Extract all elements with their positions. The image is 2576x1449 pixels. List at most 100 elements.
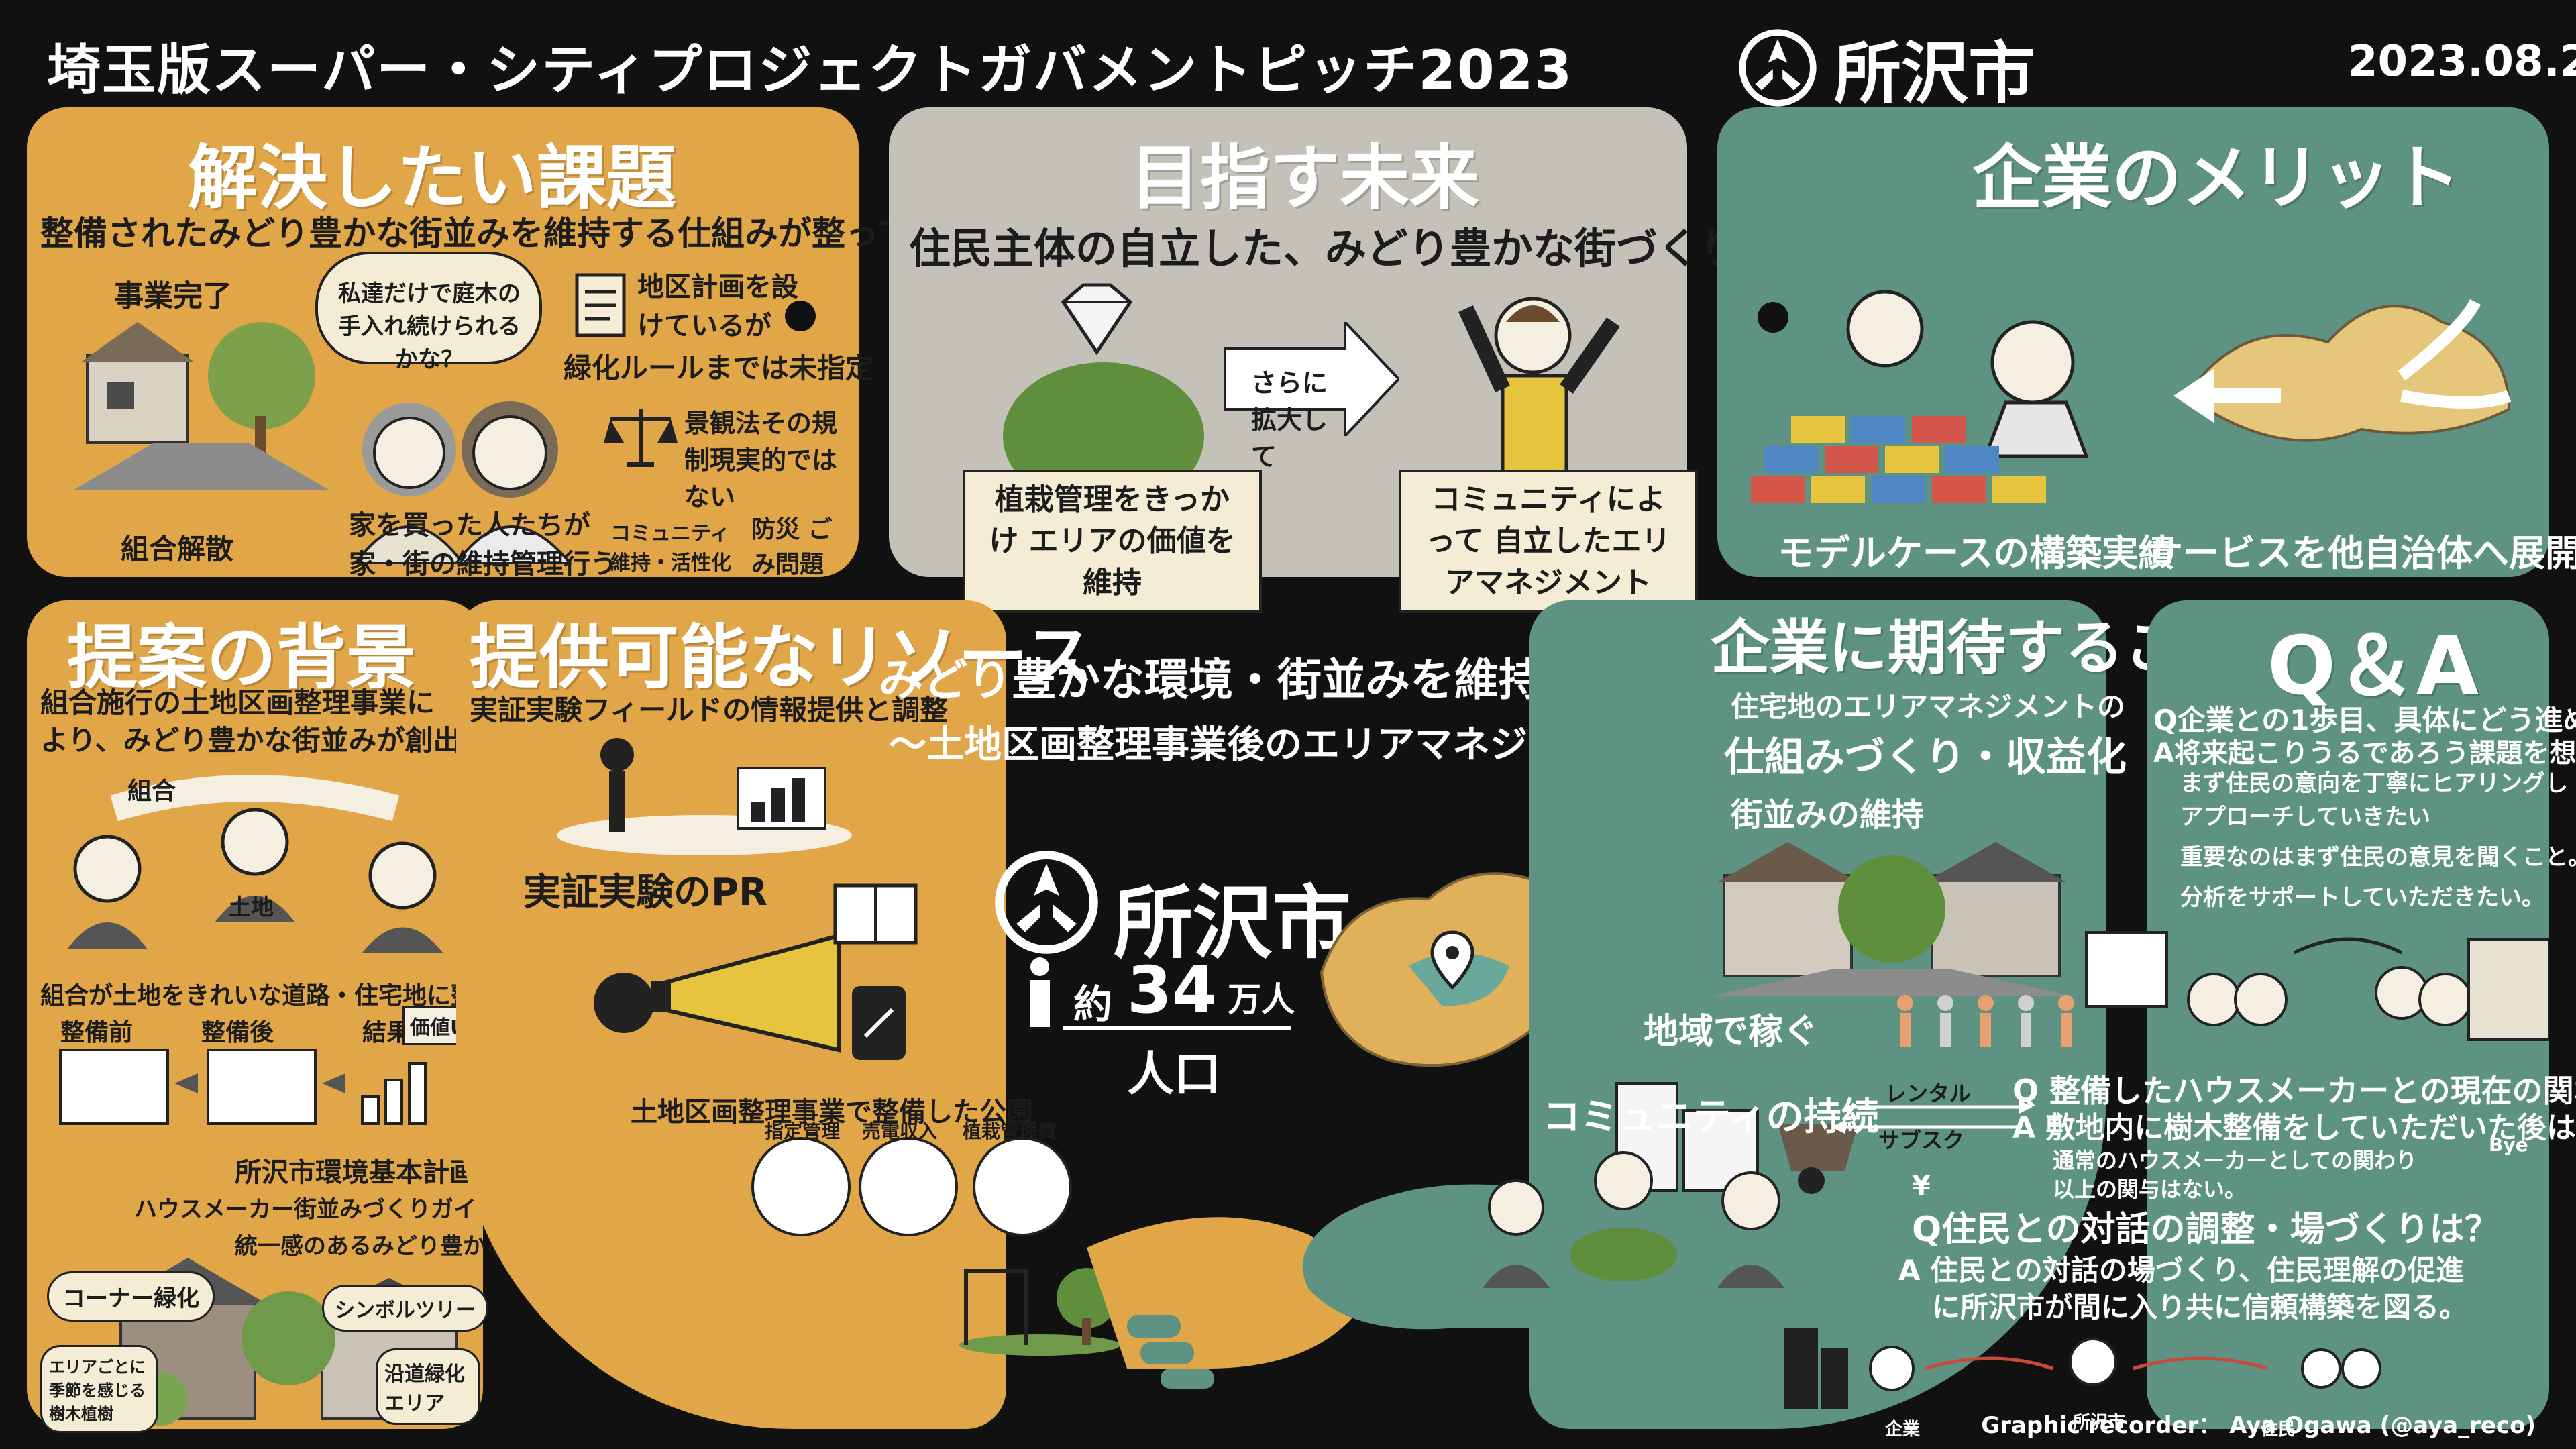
project-done-label: 事業完了 [114,279,232,313]
newspaper-icon [833,883,918,945]
resource-item-designated: 指定管理 [765,1120,841,1142]
future-panel: 目指す未来 住民主体の自立した、みどり豊かな街づくり 植栽管理をきっかけ エリア… [889,107,1741,613]
resource-bubble-planting [973,1137,1072,1236]
future-caption-right: コミュニティによって 自立したエリアマネジメント [1399,470,1698,613]
landscape-law-text: 景観法その規制現実的ではない [684,409,838,512]
community-maint-text: コミュニティ維持・活性化 [610,522,731,575]
raised-fist-person-illustration [1458,297,1620,478]
actor-company: 企業 [1885,1419,1921,1440]
corner-greening-bubble: コーナー緑化 [47,1271,215,1322]
keep-townscape-text: 街並みの維持 [1731,796,1925,834]
symbol-tree-bubble: シンボルツリー [322,1285,488,1332]
expect-panel: 企業に期待すること 住宅地のエリアマネジメントの 仕組みづくり・収益化 街並みの… [1529,600,2242,1429]
trust-building-illustration [1784,1328,2381,1409]
tokorozawa-map-illustration [1320,872,1570,1067]
credit-text: Graphic recorder： Aya Ogawa (@aya_reco) [1981,1412,2536,1439]
city-emblem-icon [1739,28,1817,107]
qa-a2-line3: 以上の関与はない。 [2053,1177,2247,1202]
megaphone-icon [594,933,841,1053]
subscription-text: サブスク [1878,1128,1965,1153]
resources-panel: 提供可能なリソース 実証実験フィールドの情報提供と調整 実証実験のPR 土地区画… [456,600,1120,1429]
expand-service-text: サービスを他自治体へ展開 [2147,532,2576,574]
diamond-icon [1061,283,1133,356]
pr-text: 実証実験のPR [523,871,768,914]
background-title: 提案の背景 [67,616,417,698]
dissolve-text: 組合解散 [121,533,234,566]
city-name: 所沢市 [1834,34,2035,113]
expect-line1: 住宅地のエリアマネジメントの [1731,690,2126,723]
center-city-name: 所沢市 [1114,877,1352,969]
actor-city: 所沢市 [2073,1413,2126,1433]
greening-rule-text: 緑化ルールまでは未指定 [564,352,874,384]
population-divider [1063,1026,1291,1030]
union-label: 組合 [127,777,176,805]
future-headline: 住民主体の自立した、みどり豊かな街づくり [909,224,1741,273]
issues-panel: 解決したい課題 整備されたみどり豊かな街並みを維持する仕組みが整っていない 事業… [27,107,1012,580]
qa-q3: Q住民との対話の調整・場づくりは？ [1912,1210,2500,1250]
resource-bubble-power [859,1137,958,1236]
qa-a1-line4: 重要なのはまず住民の意見を聞くこと。 [2180,844,2576,871]
qa-title: Q＆A [2267,620,2479,713]
resource-bubble-designated [751,1137,851,1236]
env-plan-text: 所沢市環境基本計画 [235,1157,476,1188]
person-icon [1030,957,1050,1027]
union-landowners-illustration [67,775,443,953]
population-unit: 万人 [1228,980,1295,1019]
future-caption-left: 植栽管理をきっかけ エリアの価値を維持 [963,470,1262,613]
population-value: 34 [1127,953,1217,1028]
worry-bubble [315,252,542,364]
field-illustration [557,738,852,855]
issues-headline: 整備されたみどり豊かな街並みを維持する仕組みが整っていない [40,214,1012,253]
qa-a1-line2: まず住民の意向を丁寧にヒアリングし [2180,770,2568,797]
city-emblem-large-icon [995,851,1098,954]
yen-symbol: ¥ [1912,1171,1931,1201]
issues-title: 解決したい課題 [188,137,677,219]
qa-q2: Q 整備したハウスメーカーとの現在の関わりは？ [2012,1073,2576,1109]
land-readjustment-diagram [59,1049,427,1125]
city-brand: 所沢市 [1737,19,2035,116]
community-sustain-text: コミュニティの持続 [1543,1095,1879,1139]
event-date: 2023.08.22 [2348,37,2576,87]
qa-a2-line2: 通常のハウスメーカーとしての関わり [2053,1148,2418,1173]
hearing-meeting-illustration [2085,931,2549,1041]
arrows-exchange-icon [1831,1100,2033,1134]
seasonal-bubble: エリアごとに季節を感じる樹木植樹 [40,1345,158,1433]
future-title: 目指す未来 [1130,137,1480,219]
field-text: 実証実験フィールドの情報提供と調整 [470,694,949,727]
worry-text: 私達だけで庭木の手入れ続けられるかな？ [338,280,521,373]
background-panel: 提案の背景 組合施行の土地区画整理事業により、みどり豊かな街並みが創出 組合 土… [27,600,636,1433]
scale-icon [604,409,678,467]
arrow-right-icon [1224,322,1399,436]
buildings-wheelbarrow-illustration [1615,1082,1858,1194]
townscape-illustration [74,322,329,490]
resource-item-power: 売電収入 [862,1120,938,1142]
merit-title: 企業のメリット [1972,137,2461,219]
merit-panel: 企業のメリット モデルケースの構築実績 サービスを他自治体へ展開 [1717,107,2576,577]
actor-residents: 住民 [2261,1419,2296,1440]
tablet-icon [852,986,906,1060]
resources-title: 提供可能なリソース [470,616,1094,698]
dot-marker-icon [785,301,816,331]
qa-a1-line3: アプローチしていきたい [2180,804,2430,830]
townscape-photo-illustration [1711,842,2073,996]
expand-text: さらに拡大して [1251,368,1328,472]
district-plan-text: 地区計画を設けているが [637,272,798,341]
qa-a3-line1: A 住民との対話の場づくり、住民理解の促進 [1898,1254,2465,1287]
community-people-illustration [1483,1151,1784,1288]
roadside-bubble: 沿道緑化エリア [376,1348,480,1425]
arranged-text: 組合が土地をきれいな道路・住宅地に整備 [40,982,500,1010]
park-text: 土地区画整理事業で整備した公園 [631,1097,1033,1128]
qa-q1: Q企業との1歩目、具体にどう進める？ [2153,704,2576,737]
after-label: 整備後 [201,1019,274,1046]
residents-illustration [354,401,572,564]
resource-item-planting: 植栽管理費 [963,1120,1057,1142]
earn-locally-text: 地域で稼ぐ [1644,1012,1819,1052]
building-blocks-illustration [1751,290,2089,503]
document-icon [575,273,626,337]
qa-a2-line1: A 敷地内に樹木整備をしていただいた後は [2012,1111,2576,1145]
model-case-text: モデルケースの構築実績 [1778,532,2175,574]
expect-line2: 仕組みづくり・収益化 [1724,734,2127,781]
bye-label: Bye [2489,1134,2528,1156]
prefecture-map-illustration [2174,299,2512,442]
population-label: 人口 [1127,1046,1221,1102]
